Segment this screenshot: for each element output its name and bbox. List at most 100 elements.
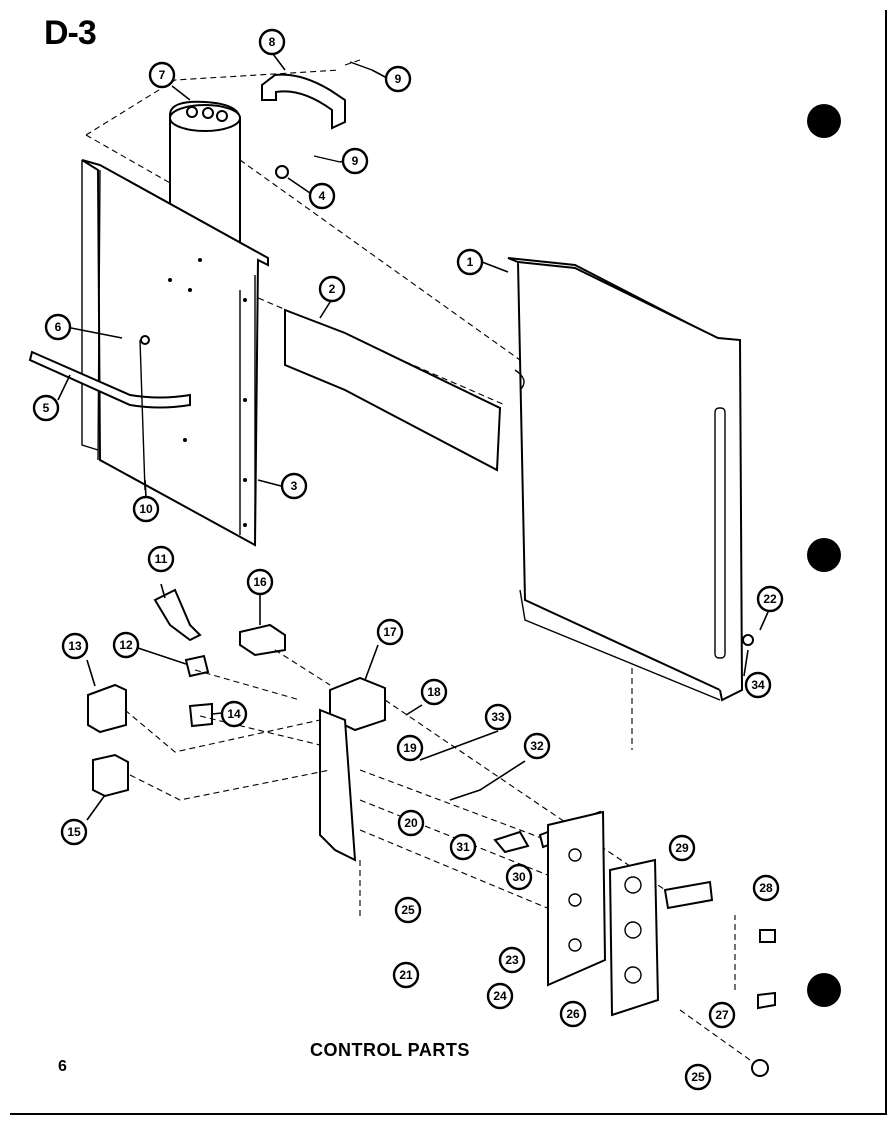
tube-5-part	[28, 350, 191, 409]
alignment-dashes-faceplates	[359, 699, 751, 1061]
knob-25-part	[751, 1059, 769, 1077]
callout-20: 20	[397, 809, 425, 837]
callout-label: 13	[68, 639, 82, 653]
callout-label: 11	[155, 552, 168, 566]
callout-8: 8	[258, 28, 286, 56]
callout-label: 10	[139, 502, 153, 516]
callout-1: 1	[456, 248, 484, 276]
callout-15: 15	[60, 818, 88, 846]
callout-label: 9	[352, 154, 359, 168]
callout-29: 29	[668, 834, 696, 862]
callout-label: 20	[404, 816, 418, 830]
callout-9-middle: 9	[341, 147, 369, 175]
leader-lines	[57, 53, 769, 821]
callout-label: 17	[383, 625, 397, 639]
insulation-strip-2-part	[284, 308, 502, 472]
control-panel-3-part	[81, 159, 269, 547]
callout-label: 25	[691, 1070, 705, 1084]
callout-28: 28	[752, 874, 780, 902]
callout-5: 5	[32, 394, 60, 422]
callout-label: 23	[505, 953, 519, 967]
callout-label: 21	[399, 968, 413, 982]
callout-2: 2	[318, 275, 346, 303]
callout-label: 7	[159, 68, 166, 82]
valve-15-part	[92, 753, 129, 798]
callout-label: 2	[329, 282, 336, 296]
callout-21: 21	[392, 961, 420, 989]
binder-hole-bottom	[807, 973, 841, 1007]
callout-9-top: 9	[384, 65, 412, 93]
callout-label: 32	[530, 739, 544, 753]
binder-hole-top	[807, 104, 841, 138]
callout-label: 15	[67, 825, 81, 839]
callout-7: 7	[148, 61, 176, 89]
plate-14-part	[188, 702, 213, 728]
callout-22: 22	[756, 585, 784, 613]
callout-label: 8	[269, 35, 276, 49]
bracket-17-part	[319, 708, 357, 862]
callout-14: 14	[220, 700, 248, 728]
callout-label: 19	[403, 741, 417, 755]
callout-label: 28	[759, 881, 773, 895]
callout-label: 22	[763, 592, 777, 606]
alignment-dashes-controls	[124, 649, 331, 801]
callout-label: 34	[751, 678, 765, 692]
callout-label: 12	[119, 638, 133, 652]
callout-24: 24	[486, 982, 514, 1010]
callout-label: 5	[43, 401, 50, 415]
callout-label: 31	[456, 840, 470, 854]
panel-29-part	[663, 880, 714, 910]
callout-18: 18	[420, 678, 448, 706]
page-code: D-3	[44, 14, 97, 52]
knob-27-part	[757, 991, 776, 1010]
callout-label: 18	[427, 685, 441, 699]
callout-32: 32	[523, 732, 551, 760]
callout-label: 30	[512, 870, 526, 884]
nut-4-part	[275, 165, 289, 179]
callout-label: 25	[401, 903, 415, 917]
callout-3: 3	[280, 472, 308, 500]
page-number: 6	[58, 1058, 67, 1075]
clip-10-part	[139, 339, 146, 491]
binder-hole-middle	[807, 538, 841, 572]
callout-17: 17	[376, 618, 404, 646]
callout-label: 26	[566, 1007, 580, 1021]
thermostat-11-part	[153, 588, 202, 642]
callout-label: 29	[675, 841, 689, 855]
capacitor-bracket-part	[261, 73, 346, 130]
callout-34: 34	[744, 671, 772, 699]
callout-label: 14	[227, 707, 241, 721]
screw-9-top-part	[349, 61, 373, 71]
callout-11: 11	[147, 545, 175, 573]
faceplate-24-part	[547, 810, 607, 987]
clip-30-part	[493, 830, 530, 854]
callout-33: 33	[484, 703, 512, 731]
callout-label: 33	[491, 710, 505, 724]
callout-12: 12	[112, 631, 140, 659]
washer-34-part	[742, 634, 754, 646]
callout-25-bottom: 25	[684, 1063, 712, 1091]
callout-25-left: 25	[394, 896, 422, 924]
callout-23: 23	[498, 946, 526, 974]
callout-31: 31	[449, 833, 477, 861]
callout-26: 26	[559, 1000, 587, 1028]
callout-label: 27	[715, 1008, 729, 1022]
callout-27: 27	[708, 1001, 736, 1029]
callout-19: 19	[396, 734, 424, 762]
callout-label: 4	[319, 189, 326, 203]
switch-16-part	[239, 623, 286, 657]
cabinet-panel-1-part	[507, 257, 744, 702]
diagram-caption: CONTROL PARTS	[310, 1040, 470, 1060]
callout-13: 13	[61, 632, 89, 660]
callout-16: 16	[246, 568, 274, 596]
callout-label: 3	[291, 479, 298, 493]
callout-6: 6	[44, 313, 72, 341]
callout-30: 30	[505, 863, 533, 891]
callout-label: 16	[253, 575, 267, 589]
callout-4: 4	[308, 182, 336, 210]
switch-13-part	[87, 683, 127, 734]
callout-label: 24	[493, 989, 507, 1003]
knob-28-part	[759, 929, 776, 943]
